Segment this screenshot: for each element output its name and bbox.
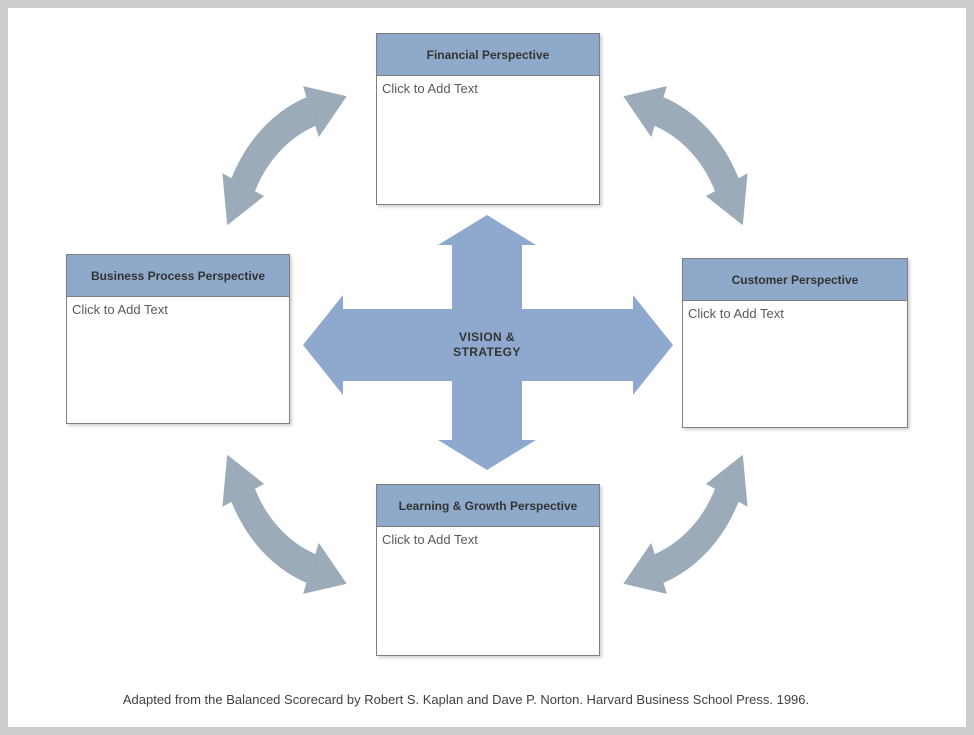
curved-arrow-top-right[interactable] — [620, 83, 750, 228]
attribution-caption: Adapted from the Balanced Scorecard by R… — [122, 692, 810, 707]
customer-perspective-body[interactable]: Click to Add Text — [688, 306, 784, 321]
financial-perspective-box[interactable]: Financial Perspective Click to Add Text — [376, 33, 600, 205]
curved-arrow-bottom-left[interactable] — [220, 452, 350, 597]
customer-perspective-header[interactable]: Customer Perspective — [683, 259, 907, 301]
financial-perspective-header[interactable]: Financial Perspective — [377, 34, 599, 76]
learning-growth-perspective-header[interactable]: Learning & Growth Perspective — [377, 485, 599, 527]
vision-strategy-cross[interactable] — [303, 215, 673, 470]
learning-growth-perspective-box[interactable]: Learning & Growth Perspective Click to A… — [376, 484, 600, 656]
business-process-perspective-body[interactable]: Click to Add Text — [72, 302, 168, 317]
vision-strategy-line1: VISION & — [459, 330, 515, 344]
vision-strategy-line2: STRATEGY — [453, 345, 521, 359]
curved-arrow-top-left[interactable] — [220, 83, 350, 228]
vision-strategy-label: VISION & STRATEGY — [387, 330, 587, 360]
learning-growth-perspective-body[interactable]: Click to Add Text — [382, 532, 478, 547]
financial-perspective-body[interactable]: Click to Add Text — [382, 81, 478, 96]
business-process-perspective-box[interactable]: Business Process Perspective Click to Ad… — [66, 254, 290, 424]
customer-perspective-box[interactable]: Customer Perspective Click to Add Text — [682, 258, 908, 428]
business-process-perspective-header[interactable]: Business Process Perspective — [67, 255, 289, 297]
curved-arrow-bottom-right[interactable] — [620, 452, 750, 597]
